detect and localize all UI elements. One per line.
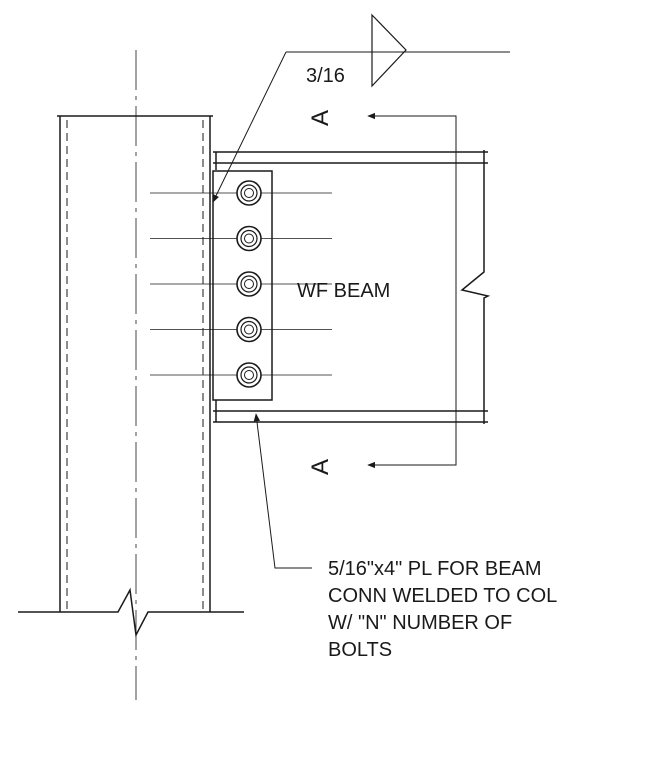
section-cut-line (368, 115, 457, 466)
bolt (236, 316, 262, 343)
bolt (236, 180, 262, 206)
wf-beam (213, 150, 491, 424)
beam-break-line (460, 150, 491, 424)
bolt-ring (240, 320, 258, 339)
bolt-ring (240, 366, 258, 384)
column-break-line (18, 587, 244, 638)
section-label-bottom: A (307, 459, 334, 475)
bolt-ring (244, 233, 254, 244)
column (18, 115, 244, 638)
bolt-ring (244, 279, 254, 289)
weld-flag-triangle (371, 13, 407, 88)
section-label-top: A (307, 110, 334, 126)
weld-leader (212, 51, 287, 203)
weld-size-label: 3/16 (306, 65, 345, 87)
plate-note-line-2: CONN WELDED TO COL (328, 585, 557, 607)
plate-note-text: 5/16"x4" PL FOR BEAM CONN WELDED TO COL … (328, 558, 562, 661)
plate-note-line-3: W/ "N" NUMBER OF (328, 612, 512, 634)
plate-note: 5/16"x4" PL FOR BEAM CONN WELDED TO COL … (253, 413, 562, 661)
bolt (236, 225, 262, 252)
plate-note-leader (253, 413, 312, 569)
bolt-group (236, 180, 262, 388)
bolt-ring (240, 229, 258, 248)
bolt-ring (240, 184, 258, 202)
shear-plate (212, 170, 273, 401)
bolt-ring (240, 275, 258, 293)
bolt (236, 271, 262, 297)
beam-label: WF BEAM (297, 280, 390, 302)
section-cut: A A (307, 110, 457, 475)
bolt-ring (244, 370, 254, 380)
bolt-ring (244, 324, 254, 335)
plate-note-line-4: BOLTS (328, 639, 392, 661)
weld-symbol: 3/16 (212, 13, 510, 203)
bolt-ring (244, 188, 254, 198)
bolt (236, 362, 262, 388)
plate-note-line-1: 5/16"x4" PL FOR BEAM (328, 558, 542, 580)
